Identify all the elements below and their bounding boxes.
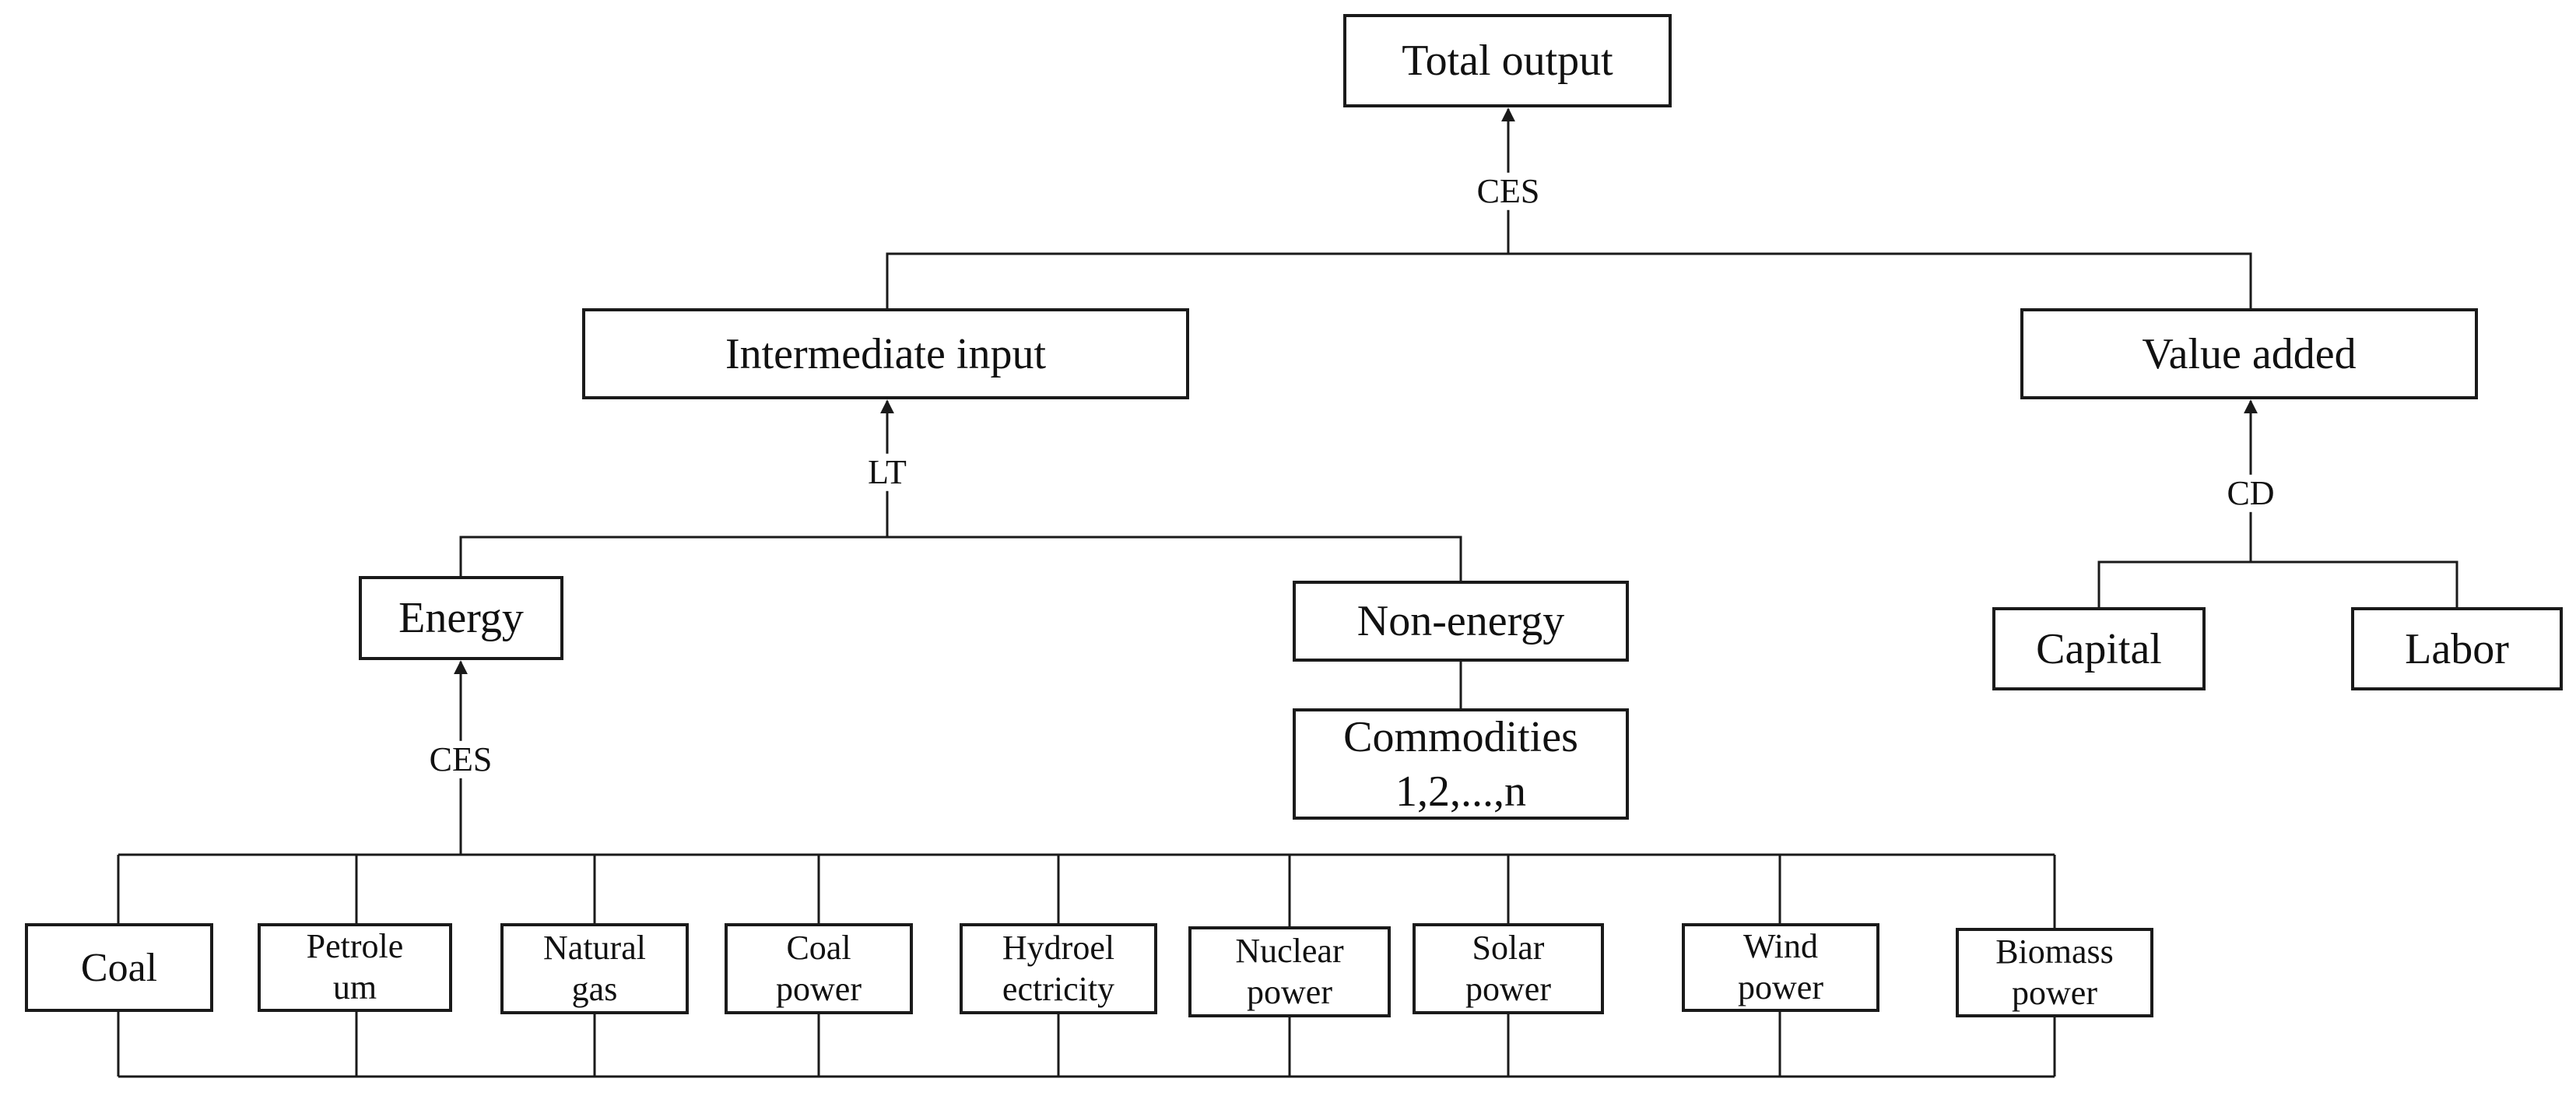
node-coal-power-line2: power xyxy=(776,969,862,1008)
node-petroleum: Petrole um xyxy=(258,923,452,1012)
node-total-output-label: Total output xyxy=(1402,37,1613,85)
node-capital-label: Capital xyxy=(2036,624,2162,673)
bracket-total-output xyxy=(886,252,2252,308)
node-non-energy-label: Non-energy xyxy=(1356,597,1565,645)
node-hydroelectricity-line2: ectricity xyxy=(1002,969,1115,1008)
node-labor: Labor xyxy=(2351,607,2563,690)
node-value-added-label: Value added xyxy=(2142,329,2357,378)
label-intermediate-lt: LT xyxy=(865,453,910,492)
label-total-ces: CES xyxy=(1473,172,1543,211)
node-coal-power: Coal power xyxy=(725,923,913,1014)
node-energy-label: Energy xyxy=(398,594,524,642)
node-non-energy: Non-energy xyxy=(1293,581,1629,662)
node-commodities-line1: Commodities xyxy=(1343,712,1578,761)
node-intermediate-input: Intermediate input xyxy=(582,308,1189,399)
node-natural-gas-line1: Natural xyxy=(543,928,646,967)
node-total-output: Total output xyxy=(1343,14,1672,107)
node-biomass-power: Biomass power xyxy=(1956,928,2153,1017)
node-intermediate-input-label: Intermediate input xyxy=(725,329,1047,378)
node-solar-power-line2: power xyxy=(1465,969,1551,1008)
node-coal-label: Coal xyxy=(80,945,158,990)
node-energy: Energy xyxy=(359,576,563,660)
node-coal: Coal xyxy=(25,923,213,1012)
label-energy-ces: CES xyxy=(426,740,496,779)
node-capital: Capital xyxy=(1992,607,2206,690)
node-value-added: Value added xyxy=(2020,308,2478,399)
node-solar-power-line1: Solar xyxy=(1472,928,1545,967)
node-natural-gas: Natural gas xyxy=(500,923,689,1014)
node-hydroelectricity: Hydroel ectricity xyxy=(960,923,1157,1014)
label-value-added-cd: CD xyxy=(2223,474,2278,513)
bracket-value-added xyxy=(2097,560,2458,607)
node-wind-power: Wind power xyxy=(1682,923,1879,1012)
node-petroleum-line1: Petrole xyxy=(306,927,404,966)
node-nuclear-power-line1: Nuclear xyxy=(1235,931,1344,970)
node-biomass-power-line1: Biomass xyxy=(1995,932,2114,971)
node-natural-gas-line2: gas xyxy=(571,969,618,1008)
node-biomass-power-line2: power xyxy=(2012,973,2097,1012)
node-wind-power-line2: power xyxy=(1738,968,1823,1006)
bracket-intermediate-input xyxy=(459,536,1462,581)
node-hydroelectricity-line1: Hydroel xyxy=(1002,928,1115,967)
node-nuclear-power-line2: power xyxy=(1247,972,1332,1011)
node-nuclear-power: Nuclear power xyxy=(1188,926,1391,1017)
node-commodities: Commodities 1,2,...,n xyxy=(1293,708,1629,820)
node-commodities-line2: 1,2,...,n xyxy=(1395,767,1526,816)
node-coal-power-line1: Coal xyxy=(786,928,851,967)
node-solar-power: Solar power xyxy=(1413,923,1604,1014)
node-wind-power-line1: Wind xyxy=(1743,927,1818,966)
node-labor-label: Labor xyxy=(2405,624,2509,673)
node-petroleum-line2: um xyxy=(332,968,377,1006)
